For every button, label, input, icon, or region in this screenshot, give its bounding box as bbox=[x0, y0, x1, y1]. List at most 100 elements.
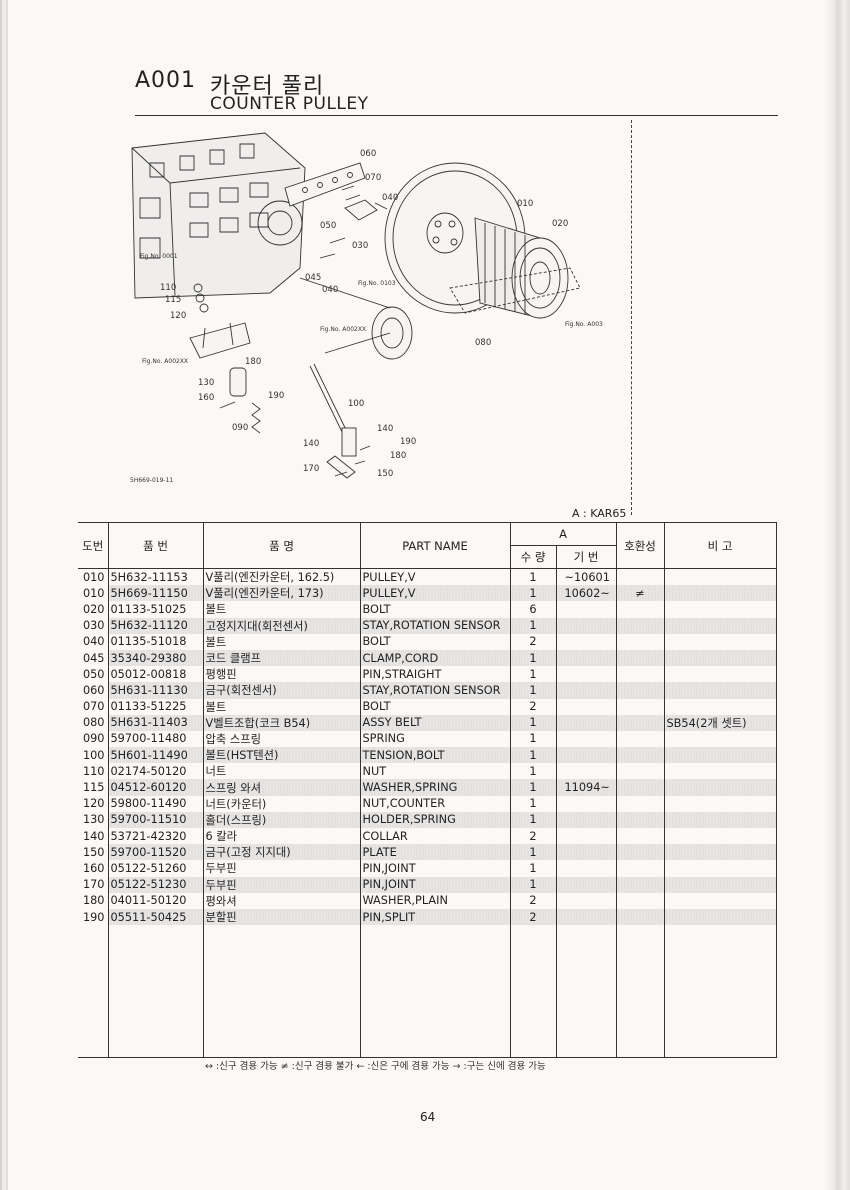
serial-range bbox=[555, 730, 617, 748]
quantity: 1 bbox=[509, 568, 557, 586]
part-name-english: PIN,SPLIT bbox=[359, 908, 511, 926]
section-title-english: COUNTER PULLEY bbox=[210, 94, 369, 114]
quantity: 1 bbox=[509, 763, 557, 780]
part-name-english: TENSION,BOLT bbox=[359, 747, 511, 764]
part-name-korean: 너트 bbox=[202, 763, 361, 780]
part-name-korean: 볼트 bbox=[202, 698, 361, 715]
quantity: 1 bbox=[509, 617, 557, 634]
quantity: 1 bbox=[509, 795, 557, 812]
remark bbox=[663, 795, 777, 812]
part-number: 05511-50425 bbox=[107, 908, 204, 926]
serial-range: ~10601 bbox=[555, 568, 617, 586]
item-number: 140 bbox=[78, 828, 109, 845]
remark bbox=[663, 666, 777, 683]
part-name-korean: 압축 스프링 bbox=[202, 730, 361, 748]
part-number: 05122-51230 bbox=[107, 876, 204, 893]
quantity: 1 bbox=[509, 714, 557, 731]
serial-range: 10602~ bbox=[555, 585, 617, 602]
callout-label: 115 bbox=[165, 295, 181, 305]
part-name-korean: 볼트(HST텐션) bbox=[202, 747, 361, 764]
callout-label: 110 bbox=[160, 283, 176, 293]
remark: SB54(2개 셋트) bbox=[663, 714, 777, 731]
blank-cell bbox=[555, 925, 617, 1059]
serial-range bbox=[555, 633, 617, 650]
part-number: 59700-11510 bbox=[107, 811, 204, 828]
remark bbox=[663, 617, 777, 634]
part-number: 04512-60120 bbox=[107, 779, 204, 796]
remark bbox=[663, 633, 777, 650]
remark bbox=[663, 908, 777, 926]
part-number: 01133-51225 bbox=[107, 698, 204, 715]
part-name-english: BOLT bbox=[359, 601, 511, 618]
part-number: 35340-29380 bbox=[107, 649, 204, 667]
quantity: 6 bbox=[509, 601, 557, 618]
part-name-english: PULLEY,V bbox=[359, 585, 511, 602]
quantity: 2 bbox=[509, 633, 557, 650]
callout-label: 060 bbox=[360, 149, 376, 159]
serial-range bbox=[555, 908, 617, 926]
quantity: 2 bbox=[509, 698, 557, 715]
header-serial: 기 번 bbox=[555, 545, 617, 569]
remark bbox=[663, 585, 777, 602]
callout-label: 190 bbox=[268, 391, 284, 401]
serial-range bbox=[555, 828, 617, 845]
compatibility-mark: ≠ bbox=[615, 585, 665, 602]
remark bbox=[663, 682, 777, 699]
item-number: 010 bbox=[78, 568, 109, 586]
callout-label: 045 bbox=[305, 273, 321, 283]
quantity: 2 bbox=[509, 828, 557, 845]
quantity: 1 bbox=[509, 730, 557, 748]
section-code: A001 bbox=[135, 68, 197, 93]
compatibility-mark bbox=[615, 795, 665, 812]
remark bbox=[663, 568, 777, 586]
part-number: 53721-42320 bbox=[107, 828, 204, 845]
part-name-english: STAY,ROTATION SENSOR bbox=[359, 617, 511, 634]
blank-cell bbox=[663, 925, 777, 1059]
part-name-korean: 두부핀 bbox=[202, 860, 361, 877]
compatibility-mark bbox=[615, 682, 665, 699]
part-number: 04011-50120 bbox=[107, 892, 204, 909]
part-name-english: PLATE bbox=[359, 844, 511, 861]
part-number: 5H631-11130 bbox=[107, 682, 204, 699]
part-name-korean: 홀더(스프링) bbox=[202, 811, 361, 828]
compatibility-mark bbox=[615, 844, 665, 861]
fig-ref-label: Fig.No. 0001 bbox=[140, 253, 178, 260]
fig-ref-label: Fig.No. 0103 bbox=[358, 280, 396, 287]
part-number: 01135-51018 bbox=[107, 633, 204, 650]
serial-range bbox=[555, 892, 617, 909]
part-number: 01133-51025 bbox=[107, 601, 204, 618]
remark bbox=[663, 844, 777, 861]
remark bbox=[663, 649, 777, 667]
part-name-korean: 금구(고정 지지대) bbox=[202, 844, 361, 861]
compatibility-mark bbox=[615, 714, 665, 731]
callout-label: 080 bbox=[475, 338, 491, 348]
quantity: 2 bbox=[509, 892, 557, 909]
item-number: 045 bbox=[78, 649, 109, 667]
part-name-korean: 두부핀 bbox=[202, 876, 361, 893]
part-name-korean: 너트(카운터) bbox=[202, 795, 361, 812]
part-name-korean: V풀리(엔진카운터, 162.5) bbox=[202, 568, 361, 586]
part-name-korean: 고정지지대(회전센서) bbox=[202, 617, 361, 634]
part-number: 05122-51260 bbox=[107, 860, 204, 877]
callout-label: 100 bbox=[348, 399, 364, 409]
page-number: 64 bbox=[420, 1110, 436, 1124]
header-quantity: 수 량 bbox=[509, 545, 557, 569]
part-name-english: NUT,COUNTER bbox=[359, 795, 511, 812]
serial-range: 11094~ bbox=[555, 779, 617, 796]
quantity: 2 bbox=[509, 908, 557, 926]
serial-range bbox=[555, 714, 617, 731]
header-name-korean: 품 명 bbox=[202, 522, 361, 569]
quantity: 1 bbox=[509, 811, 557, 828]
item-number: 080 bbox=[78, 714, 109, 731]
compatibility-mark bbox=[615, 617, 665, 634]
